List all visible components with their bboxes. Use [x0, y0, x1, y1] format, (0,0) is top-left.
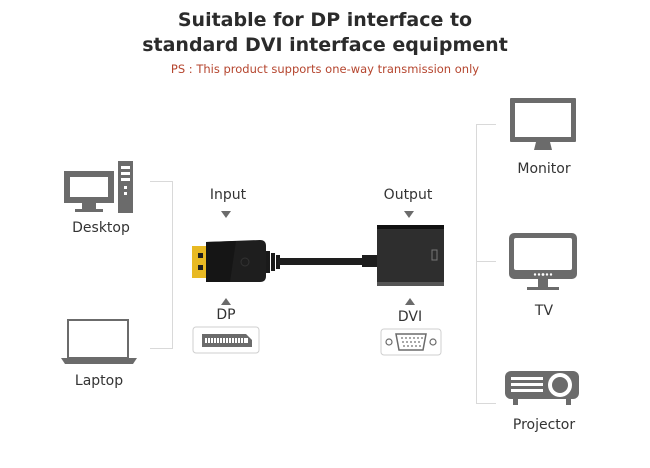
destination-label-monitor: Monitor [517, 161, 571, 177]
desktop-icon [62, 159, 136, 215]
dp-port-label: DP [216, 307, 236, 323]
transmission-note: PS : This product supports one-way trans… [170, 62, 480, 76]
input-label: Input [209, 187, 247, 203]
source-label-laptop: Laptop [74, 373, 124, 389]
title-line-2: standard DVI interface equipment [142, 34, 508, 56]
source-label-desktop: Desktop [72, 220, 130, 236]
right-bracket-bottom-stub [476, 403, 496, 404]
input-arrow-down-icon [221, 211, 231, 218]
dvi-port-icon [380, 328, 442, 356]
left-bracket-top-stub [150, 181, 173, 182]
output-label: Output [383, 187, 433, 203]
output-arrow-down-icon [404, 211, 414, 218]
dp-arrow-up-icon [221, 298, 231, 305]
projector-icon [503, 369, 581, 409]
right-bracket-vertical [476, 124, 477, 404]
dvi-port-label: DVI [397, 309, 423, 325]
title-line-1: Suitable for DP interface to [177, 9, 473, 31]
laptop-icon [61, 318, 137, 364]
right-bracket-top-stub [476, 124, 496, 125]
dp-port-icon [192, 326, 260, 354]
destination-label-tv: TV [534, 303, 554, 319]
right-bracket-middle-stub [476, 261, 496, 262]
dvi-arrow-up-icon [405, 298, 415, 305]
monitor-icon [508, 96, 578, 152]
left-bracket-vertical [172, 181, 173, 349]
destination-label-projector: Projector [512, 417, 576, 433]
tv-icon [507, 231, 579, 293]
left-bracket-bottom-stub [150, 348, 173, 349]
dp-to-dvi-adapter [190, 220, 450, 300]
